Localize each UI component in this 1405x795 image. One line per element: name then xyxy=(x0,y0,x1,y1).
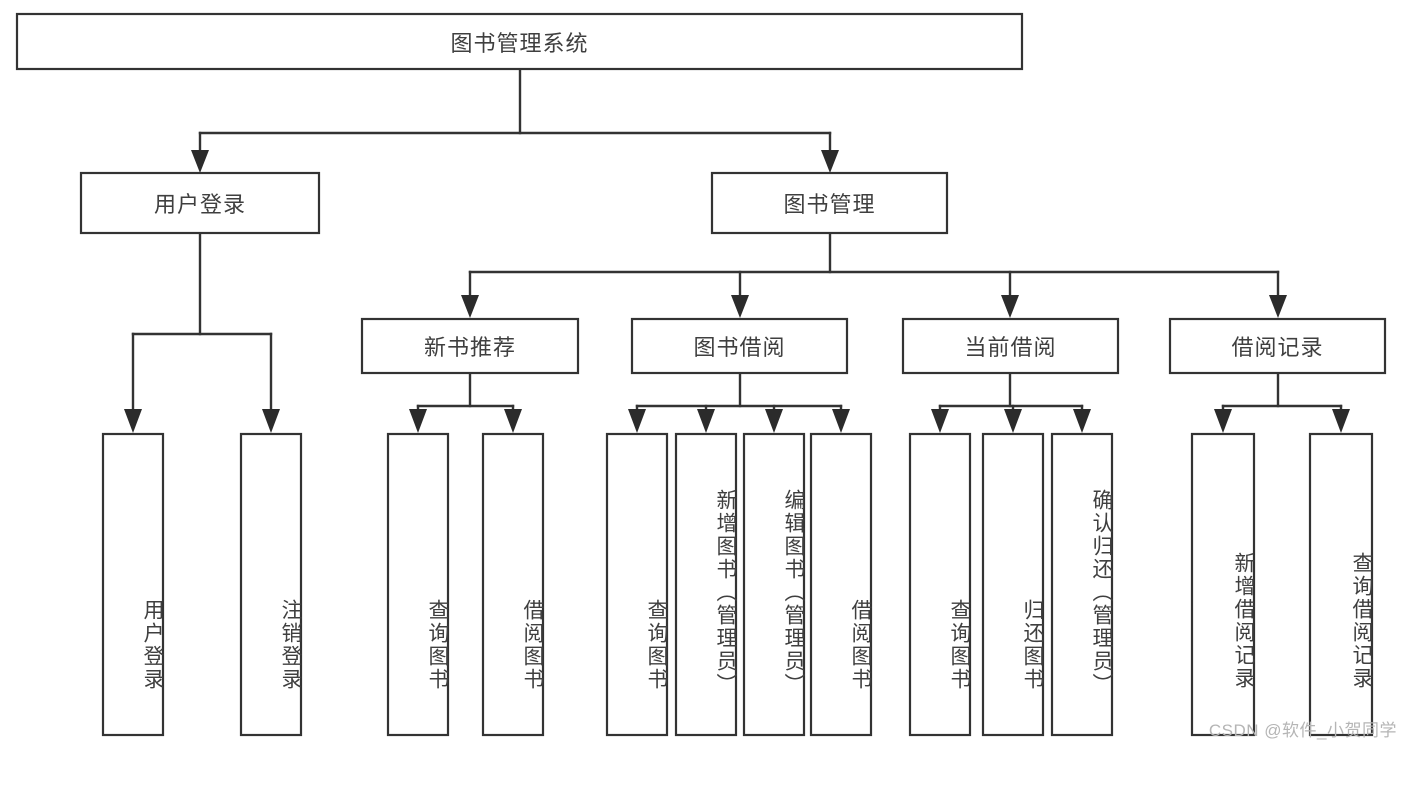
arrowhead-leaf-borrow-book-2 xyxy=(832,409,850,433)
node-box-book-borrow[interactable] xyxy=(630,317,849,375)
arrowhead-leaf-query-book-3 xyxy=(931,409,949,433)
leaf-box-confirm-return[interactable] xyxy=(1050,432,1114,737)
arrowhead-leaf-query-book-2 xyxy=(628,409,646,433)
flowchart-svg xyxy=(15,12,1387,737)
arrowhead-leaf-add-record xyxy=(1214,409,1232,433)
arrowhead-book-borrow xyxy=(731,295,749,318)
leaf-box-borrow-book-1[interactable] xyxy=(481,432,545,737)
arrowhead-borrow-record xyxy=(1269,295,1287,318)
arrowhead-leaf-logout xyxy=(262,409,280,433)
leaf-box-edit-book[interactable] xyxy=(742,432,806,737)
arrowhead-leaf-user-login xyxy=(124,409,142,433)
node-box-root[interactable] xyxy=(15,12,1024,71)
arrowhead-book-mgmt xyxy=(821,150,839,173)
arrowhead-leaf-add-book xyxy=(697,409,715,433)
leaf-box-query-book-1[interactable] xyxy=(386,432,450,737)
leaf-box-add-book[interactable] xyxy=(674,432,738,737)
connectors-layer xyxy=(124,67,1350,433)
diagram-canvas: 图书管理系统 用户登录 图书管理 新书推荐 图书借阅 当前借阅 借阅记录 用户登… xyxy=(15,12,1396,740)
arrowhead-leaf-query-record xyxy=(1332,409,1350,433)
arrowhead-leaf-return-book xyxy=(1004,409,1022,433)
leaf-box-borrow-book-2[interactable] xyxy=(809,432,873,737)
node-box-new-book-rec[interactable] xyxy=(360,317,580,375)
arrowhead-leaf-confirm-return xyxy=(1073,409,1091,433)
arrowhead-leaf-query-book-1 xyxy=(409,409,427,433)
leaf-box-return-book[interactable] xyxy=(981,432,1045,737)
leaf-box-query-record[interactable] xyxy=(1308,432,1374,737)
arrowhead-leaf-edit-book xyxy=(765,409,783,433)
leaf-box-query-book-2[interactable] xyxy=(605,432,669,737)
arrowhead-leaf-borrow-book-1 xyxy=(504,409,522,433)
node-box-current-borrow[interactable] xyxy=(901,317,1120,375)
node-box-book-mgmt[interactable] xyxy=(710,171,949,235)
leaf-box-add-record[interactable] xyxy=(1190,432,1256,737)
node-box-user-login[interactable] xyxy=(79,171,321,235)
arrowhead-current-borrow xyxy=(1001,295,1019,318)
arrowhead-user-login xyxy=(191,150,209,173)
leaf-box-query-book-3[interactable] xyxy=(908,432,972,737)
boxes-layer xyxy=(15,12,1387,737)
leaf-box-user-login[interactable] xyxy=(101,432,165,737)
arrowhead-new-book-rec xyxy=(461,295,479,318)
node-box-borrow-record[interactable] xyxy=(1168,317,1387,375)
leaf-box-logout[interactable] xyxy=(239,432,303,737)
